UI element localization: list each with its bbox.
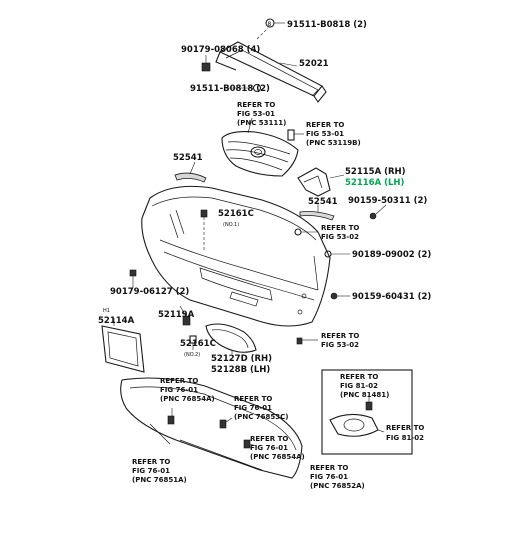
ref-76-01-b-3: (PNC 76853C) [234, 413, 288, 421]
mark-h1: H1 [103, 308, 110, 314]
ref-76-01-e-3: (PNC 76852A) [310, 482, 365, 490]
ref-76-01-e-1: REFER TO [310, 464, 348, 472]
screw-right-upper-icon [324, 250, 350, 258]
clip-lower-icon [296, 337, 318, 345]
ref-53-02-b-2: FIG 53-02 [321, 341, 359, 349]
note-no2: (NO.2) [184, 352, 200, 358]
side-strip-lower [299, 204, 335, 221]
ref-53-01-b-1: REFER TO [306, 121, 344, 129]
front-bumper-cover [141, 185, 331, 327]
ref-53-02-b-1: REFER TO [321, 332, 359, 340]
fog-lamp-cover [205, 323, 257, 354]
ref-76-01-d-2: FIG 76-01 [132, 467, 170, 475]
clip-no1-icon [200, 209, 208, 250]
screw-icon [369, 204, 387, 220]
part-52127d: 52127D (RH) [211, 354, 272, 364]
part-52161c-b: 52161C [180, 339, 216, 349]
note-no1: (NO.1) [223, 222, 239, 228]
ref-76-01-b-2: FIG 76-01 [234, 404, 272, 412]
retainer-icon [179, 305, 191, 326]
part-52115a: 52115A (RH) [345, 167, 406, 177]
bolt-top-icon: 8 [265, 18, 285, 28]
side-strip-upper [174, 161, 207, 183]
clip-no2-icon [189, 335, 197, 350]
fog-lamp-inset [321, 369, 413, 455]
ref-76-01-a-3: (PNC 76854A) [160, 395, 215, 403]
ref-81-02-a-2: FIG 81-02 [340, 382, 378, 390]
part-90189-09002: 90189-09002 (2) [352, 250, 431, 260]
ref-53-01-a-2: FIG 53-01 [237, 110, 275, 118]
ref-81-02-b-1: REFER TO [386, 424, 424, 432]
ref-76-01-b-1: REFER TO [234, 395, 272, 403]
grille-clip [287, 129, 304, 141]
svg-text:8: 8 [268, 21, 272, 28]
ref-53-01-a-3: (PNC 53111) [237, 119, 286, 127]
ref-81-02-a-3: (PNC 81481) [340, 391, 389, 399]
part-52128b: 52128B (LH) [211, 365, 270, 375]
bolt-mid-icon [226, 83, 262, 93]
part-91511-mid: 91511-B0818 (2) [190, 84, 270, 94]
ref-76-01-c-2: FIG 76-01 [250, 444, 288, 452]
part-52541-a: 52541 [173, 153, 203, 163]
front-lower-spoiler [120, 377, 303, 479]
clip-upper-icon [294, 228, 318, 236]
part-90179-06127: 90179-06127 (2) [110, 287, 189, 297]
ref-76-01-a-1: REFER TO [160, 377, 198, 385]
ref-76-01-c-1: REFER TO [250, 435, 288, 443]
ref-76-01-c-3: (PNC 76854A) [250, 453, 305, 461]
ref-53-01-a-1: REFER TO [237, 101, 275, 109]
nut-icon [201, 55, 211, 72]
screw-right-lower-icon [330, 292, 350, 300]
ref-81-02-a-1: REFER TO [340, 373, 378, 381]
part-52021: 52021 [299, 59, 329, 69]
part-91511-top: 91511-B0818 (2) [287, 20, 367, 30]
ref-53-01-b-3: (PNC 53119B) [306, 139, 361, 147]
part-52541-b: 52541 [308, 197, 338, 207]
radiator-grille [221, 117, 299, 177]
nut-small-icon [129, 269, 137, 288]
ref-53-02-a-2: FIG 53-02 [321, 233, 359, 241]
part-52161c-a: 52161C [218, 209, 254, 219]
ref-76-01-d-3: (PNC 76851A) [132, 476, 187, 484]
bumper-reinforcement [215, 27, 327, 103]
bumper-bracket [297, 167, 345, 197]
ref-53-02-a-1: REFER TO [321, 224, 359, 232]
ref-76-01-d-1: REFER TO [132, 458, 170, 466]
part-90159-60431: 90159-60431 (2) [352, 292, 431, 302]
ref-81-02-b-2: FIG 81-02 [386, 434, 424, 442]
ref-76-01-a-2: FIG 76-01 [160, 386, 198, 394]
part-90159-50311: 90159-50311 (2) [348, 196, 427, 206]
part-52114a: 52114A [98, 316, 135, 326]
ref-76-01-e-2: FIG 76-01 [310, 473, 348, 481]
part-52116a: 52116A (LH) [345, 178, 405, 188]
part-52119a: 52119A [158, 310, 195, 320]
license-plate-bracket [101, 318, 145, 373]
ref-53-01-b-2: FIG 53-01 [306, 130, 344, 138]
part-90179-08068: 90179-08068 (4) [181, 45, 260, 55]
